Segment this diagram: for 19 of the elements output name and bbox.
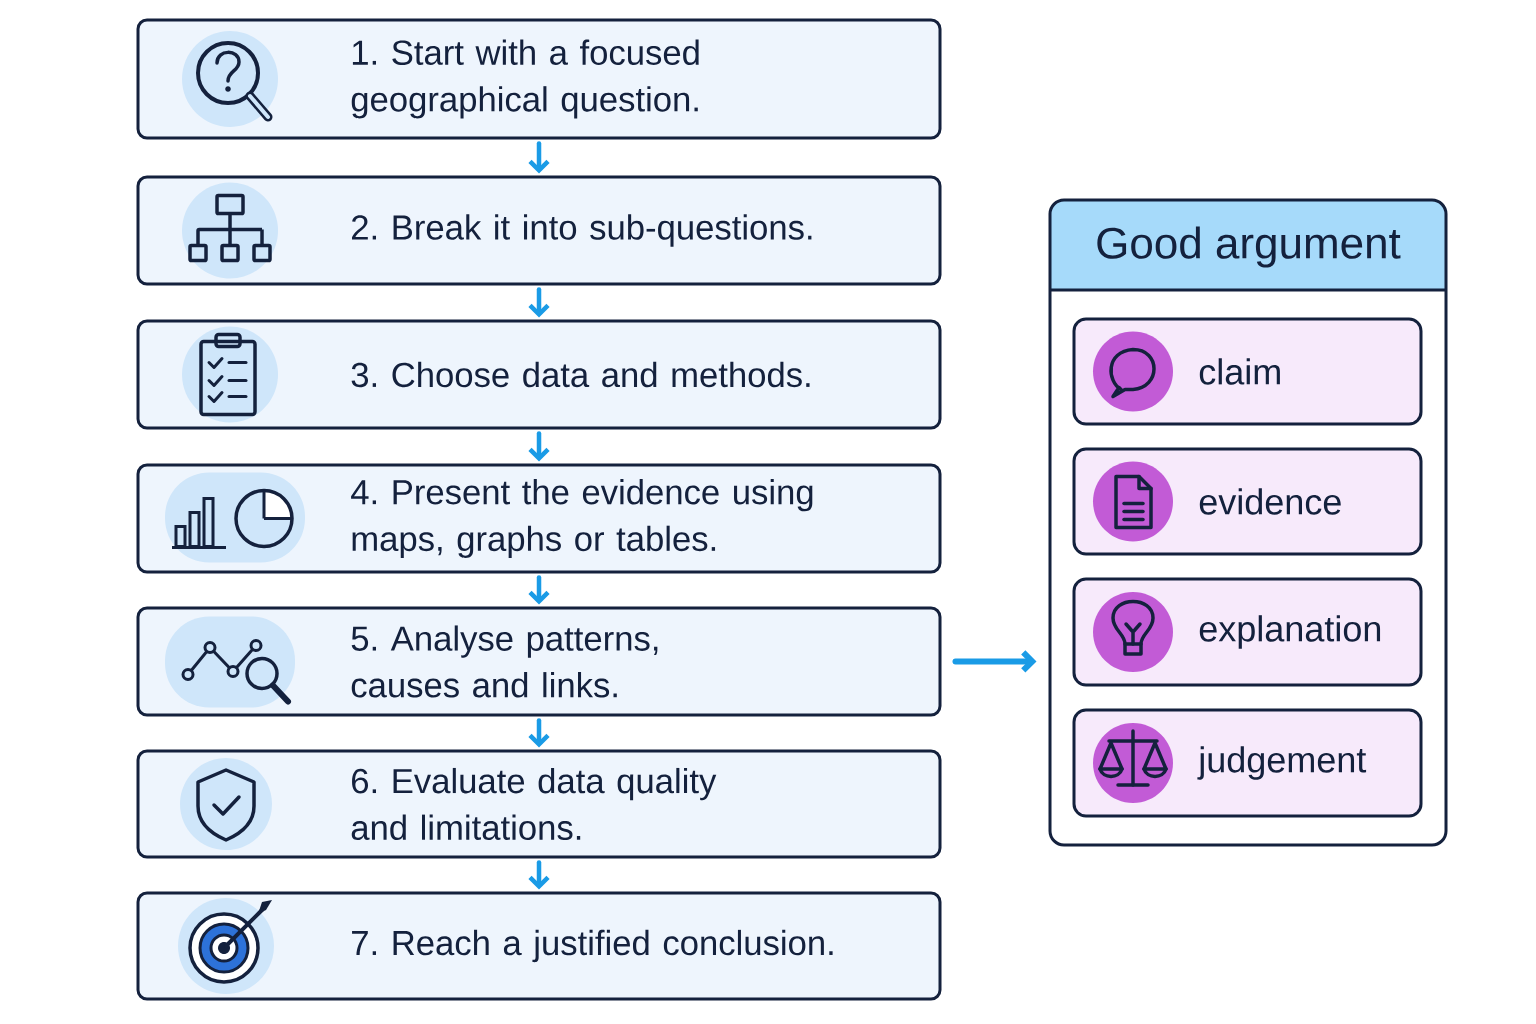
arrow: [528, 287, 550, 318]
step-text: 4. Present the evidence using maps, graphs or tables.: [351, 479, 813, 558]
step-text: 7. Reach a justified conclusion.: [352, 929, 833, 963]
item-text: judgement: [1197, 746, 1367, 780]
arrow: [952, 650, 1037, 673]
arrow: [528, 141, 550, 174]
step-text: 6. Evaluate data quality and limitations.: [351, 767, 717, 841]
item-text: claim: [1199, 358, 1280, 385]
arrow: [528, 860, 550, 890]
item-text: evidence: [1199, 488, 1341, 515]
step-text: 3. Choose data and methods.: [351, 361, 810, 388]
step-text: 1. Start with a focused geographical question.: [351, 39, 699, 119]
arrow: [528, 431, 550, 462]
panel-heading: Good argument: [1097, 226, 1401, 268]
arrow: [528, 718, 550, 748]
arrow: [528, 575, 550, 605]
step-text: 5. Analyse patterns, causes and links.: [351, 625, 658, 698]
step-text: 2. Break it into sub-questions.: [352, 214, 812, 247]
item-text: explanation: [1199, 615, 1381, 649]
